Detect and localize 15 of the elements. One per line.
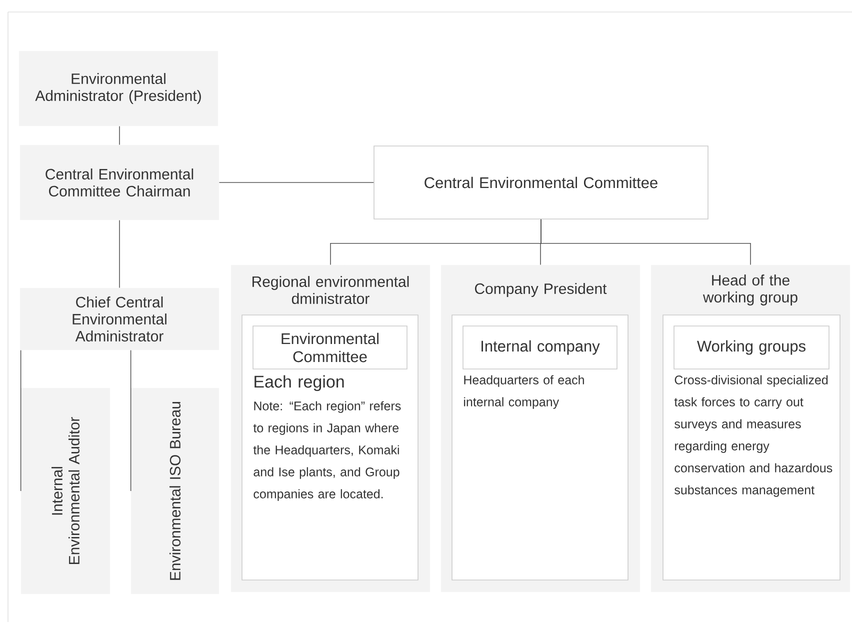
connector-line: [218, 182, 374, 183]
unit-box: Internal company: [462, 326, 618, 370]
role-box: Chief Central Environmental Administrator: [20, 288, 219, 350]
connector-line: [20, 350, 22, 492]
connector-line: [130, 350, 132, 492]
role-box: Central Environmental Committee Chairman: [20, 145, 219, 220]
unit-box: Environmental Committee: [252, 326, 408, 370]
connector-line: [540, 219, 751, 266]
connector-line: [119, 126, 120, 146]
role-box: Environmental ISO Bureau: [131, 388, 219, 594]
committee-box: Central Environmental Committee: [374, 146, 708, 220]
connector-line: [119, 220, 120, 288]
role-box: Internal Environmental Auditor: [21, 388, 110, 594]
role-box: Environmental Administrator (President): [19, 51, 218, 126]
unit-box: Working groups: [674, 326, 830, 370]
